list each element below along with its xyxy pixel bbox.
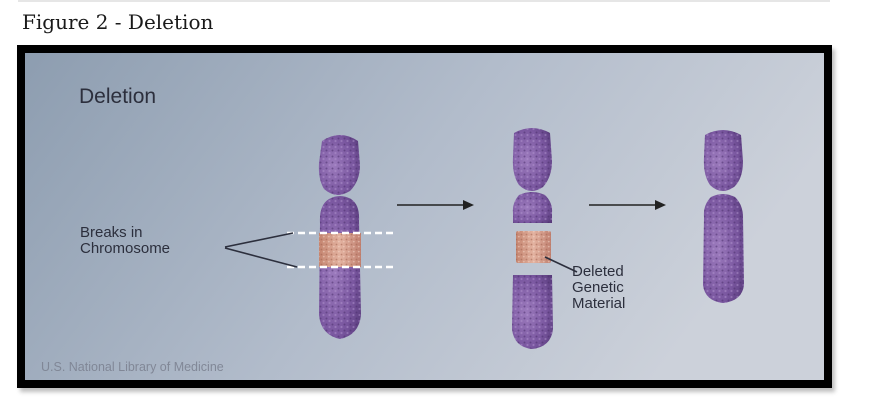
- breaks-label: Breaks in Chromosome: [80, 224, 170, 257]
- chromosome-original: [287, 135, 393, 339]
- top-divider: [18, 0, 830, 2]
- arrow-right-2: [589, 200, 666, 210]
- breaks-pointer-lower: [224, 247, 298, 268]
- panel-background: [25, 53, 824, 380]
- illustration-title: Deletion: [79, 85, 156, 108]
- figure-caption: Figure 2 - Deletion: [22, 10, 214, 34]
- deletion-illustration: Deletion Breaks in Chromosome: [25, 53, 824, 380]
- deleted-pointer: [544, 256, 578, 273]
- chromosome-result: [703, 130, 744, 303]
- credit-watermark: U.S. National Library of Medicine: [41, 360, 224, 374]
- breaks-pointer-upper: [224, 232, 294, 248]
- deleted-label: Deleted Genetic Material: [572, 263, 628, 312]
- chromosome-breaking: [512, 128, 553, 349]
- arrow-right-1: [397, 200, 474, 210]
